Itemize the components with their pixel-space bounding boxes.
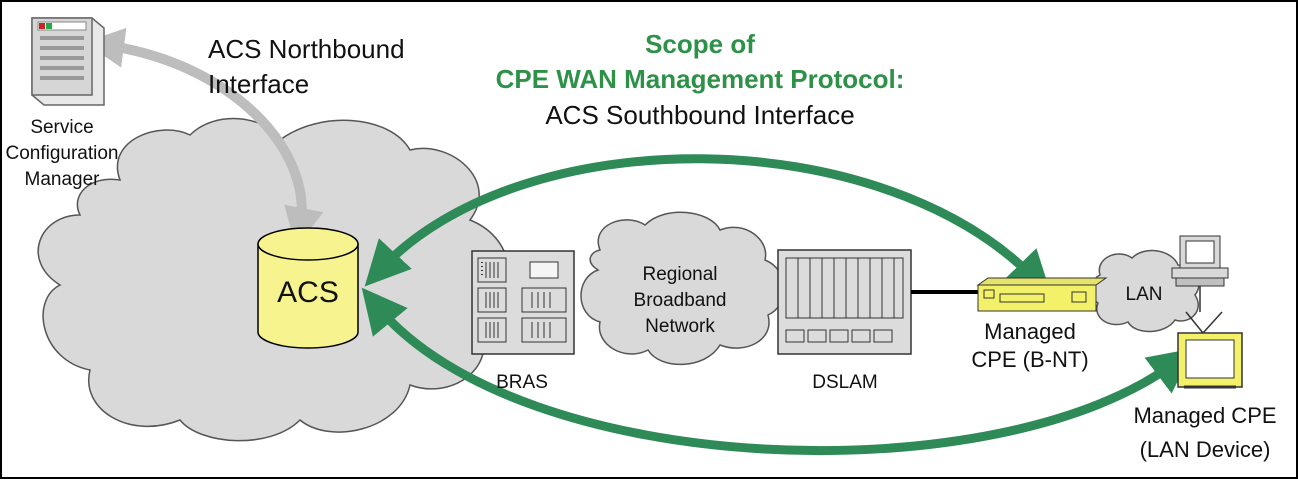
northbound-label-line2: Interface <box>208 69 309 99</box>
bras-icon <box>471 250 575 355</box>
acs-label: ACS <box>277 276 339 309</box>
scm-label-line3: Manager <box>25 169 101 190</box>
dslam-label: DSLAM <box>812 372 877 393</box>
southbound-arrow-lan-device <box>361 287 1194 456</box>
regional-label-line1: Regional <box>643 264 718 285</box>
tv-icon <box>1177 311 1243 389</box>
scope-title-line2: CPE WAN Management Protocol: <box>496 64 905 94</box>
northbound-label-line1: ACS Northbound <box>208 34 405 64</box>
bnt-label-line2: CPE (B-NT) <box>971 347 1088 372</box>
lan-device-label-line2: (LAN Device) <box>1140 437 1271 462</box>
bras-label: BRAS <box>496 372 548 393</box>
regional-label-line3: Network <box>645 316 715 337</box>
server-icon <box>31 17 105 106</box>
scm-label-line2: Configuration <box>5 143 118 164</box>
southbound-arrow-bnt <box>364 154 1052 297</box>
lan-device-label-line1: Managed CPE <box>1133 403 1276 428</box>
northbound-interface-arrow <box>84 27 324 248</box>
acs-database-icon <box>257 227 359 349</box>
lan-label: LAN <box>1126 284 1163 305</box>
bnt-device-icon <box>976 277 1108 312</box>
bnt-label-line1: Managed <box>984 319 1076 344</box>
regional-broadband-cloud <box>580 211 785 366</box>
dslam-icon <box>777 249 912 355</box>
scope-title-line3: ACS Southbound Interface <box>545 100 854 130</box>
regional-label-line2: Broadband <box>634 290 727 311</box>
scm-label-line1: Service <box>30 117 93 138</box>
scope-title-line1: Scope of <box>645 29 755 59</box>
computer-icon <box>1171 235 1229 312</box>
